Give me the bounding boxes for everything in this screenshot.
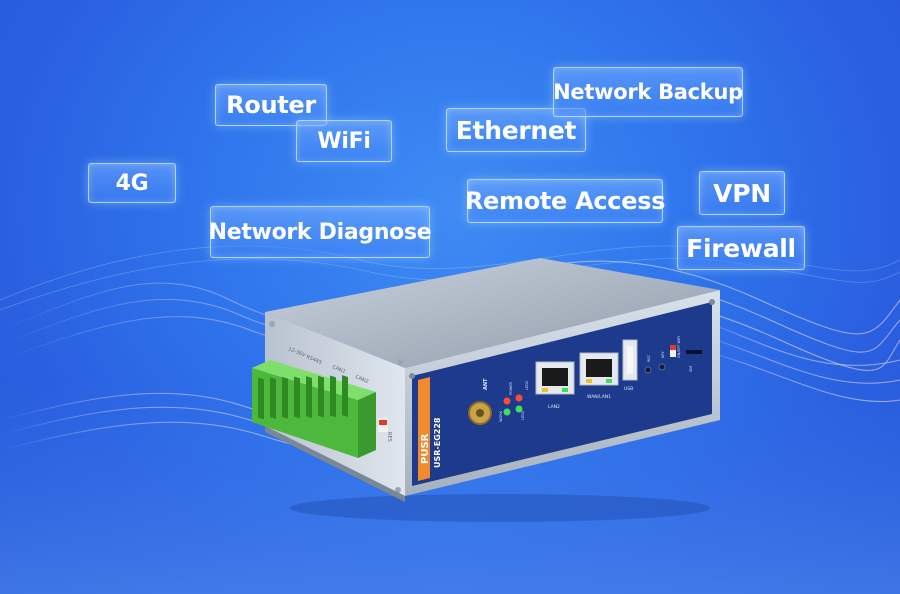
wan-lan1-label: WAN/LAN1 (587, 394, 611, 400)
sim-label: SIM (689, 366, 693, 372)
model-text: USR-EG228 (433, 417, 442, 468)
led1-label: LED1 (521, 411, 525, 420)
wifi-switch-label: ON/OFF WIFI (677, 336, 681, 358)
tag-remote-access: Remote Access (465, 179, 665, 223)
ant-label: ANT (483, 378, 489, 390)
led-green-1 (503, 408, 511, 416)
can1-label: CAN1 (331, 364, 346, 375)
rec-label: REC (647, 354, 651, 362)
tag-4g: 4G (88, 163, 176, 203)
tag-router: Router (215, 84, 327, 126)
led-work-label: WORK (499, 410, 503, 422)
terminal-block (252, 360, 376, 458)
sim-slot (686, 350, 702, 354)
wifi-switch (670, 345, 676, 357)
key-label: KEY (661, 350, 665, 358)
tag-wifi: WiFi (296, 120, 392, 162)
led2-label: LED2 (525, 381, 529, 390)
router-device: PUSR USR-EG228 ANT WORK POWER LED1 LED2 … (252, 258, 720, 522)
key-button (658, 363, 666, 371)
brand-stripe (418, 377, 430, 481)
device-top (265, 258, 720, 368)
tag-firewall: Firewall (677, 226, 805, 270)
tag-vpn: VPN (699, 171, 785, 215)
led-power-label: POWER (509, 381, 513, 395)
tag-network-diagnose: Network Diagnose (209, 206, 432, 258)
rs485-label: RS485 (305, 354, 322, 366)
rec-button (644, 366, 652, 374)
tag-network-backup: Network Backup (553, 67, 743, 117)
led-red-2 (515, 394, 523, 402)
led-red-1 (503, 397, 511, 405)
lan2-label: LAN2 (548, 404, 560, 410)
usb-label: USB (624, 386, 633, 392)
can2-label: CAN2 (354, 374, 369, 385)
led-green-2 (515, 405, 523, 413)
res-label: RES (386, 432, 392, 442)
brand-text: PUSR (420, 433, 431, 464)
